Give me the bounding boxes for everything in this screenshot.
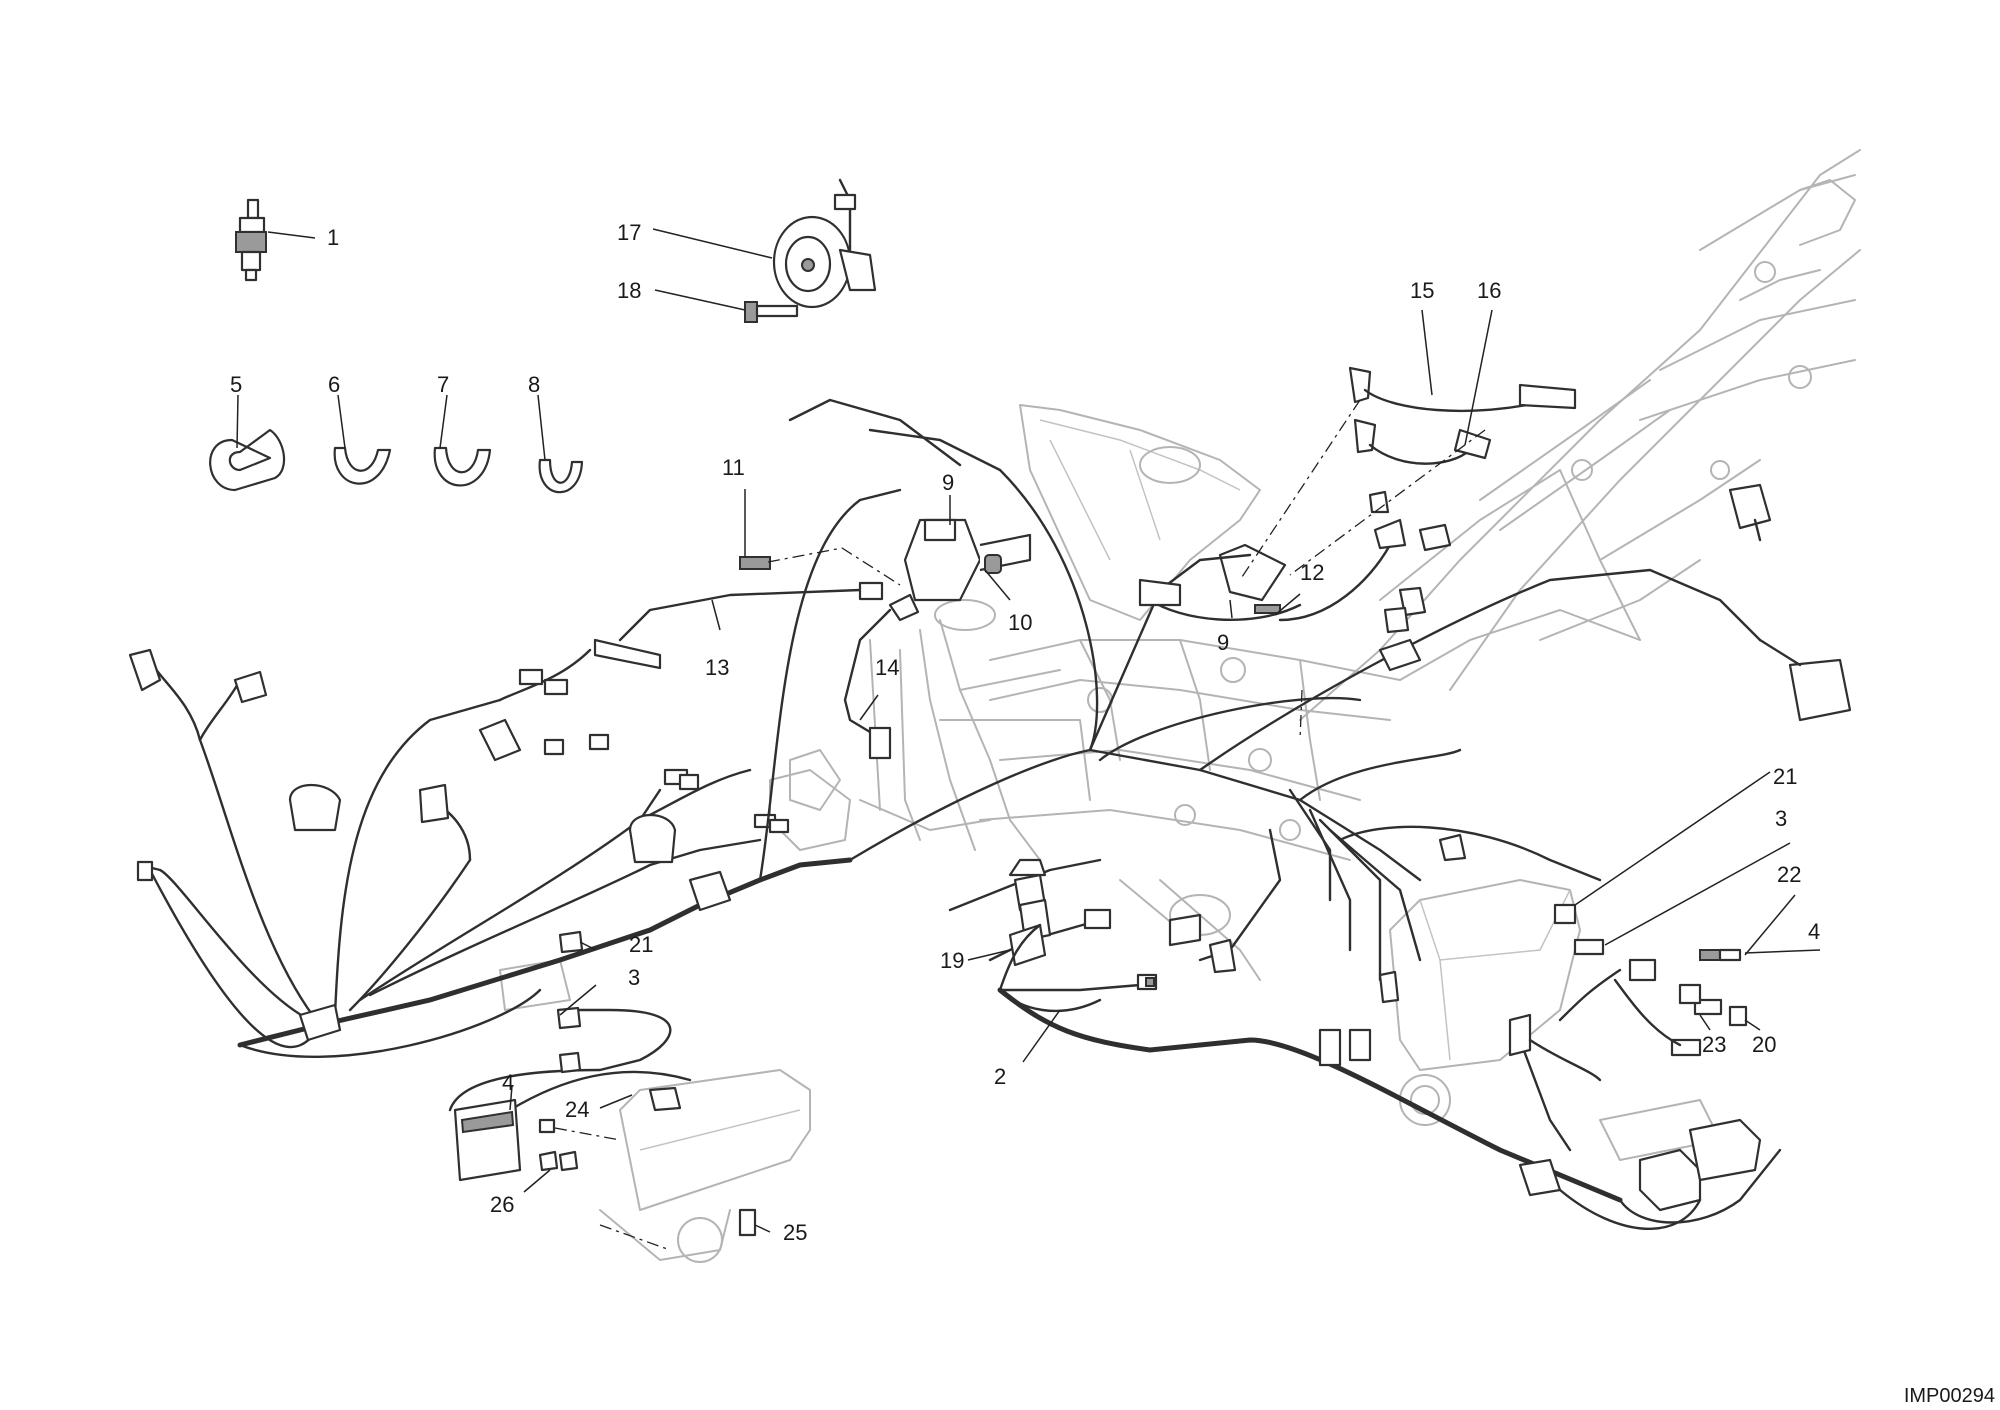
callout-labels: 1 2 3 3 4 4 5 6 7 8 9 9 10 11 12 13 14 1… [230, 220, 1820, 1245]
horn-bolt [744, 301, 799, 323]
callout-22: 22 [1777, 862, 1801, 887]
callout-4b: 4 [1808, 919, 1820, 944]
callout-2: 2 [994, 1064, 1006, 1089]
callout-8: 8 [528, 372, 540, 397]
parts-drawing [128, 178, 1852, 1237]
horn-part [772, 178, 877, 309]
assembly-lines [554, 399, 1486, 1251]
clip-part-5 [209, 428, 286, 492]
ignition-coil [903, 518, 1032, 602]
coil-bolt [739, 556, 771, 570]
callout-20: 20 [1752, 1032, 1776, 1057]
callout-12: 12 [1300, 560, 1324, 585]
callout-25: 25 [783, 1220, 807, 1245]
callout-23: 23 [1702, 1032, 1726, 1057]
callout-16: 16 [1477, 278, 1501, 303]
frame-drawing [499, 149, 1861, 1263]
cable-part [843, 593, 920, 760]
callout-3a: 3 [628, 965, 640, 990]
callout-19: 19 [940, 948, 964, 973]
callout-26: 26 [490, 1192, 514, 1217]
callout-14: 14 [875, 655, 899, 680]
callout-5: 5 [230, 372, 242, 397]
callout-17: 17 [617, 220, 641, 245]
callout-15: 15 [1410, 278, 1434, 303]
main-harness [128, 648, 853, 1058]
callout-9a: 9 [942, 470, 954, 495]
regulator-part [998, 923, 1047, 992]
callout-3b: 3 [1775, 806, 1787, 831]
clip-part-6 [333, 446, 392, 485]
callout-9b: 9 [1217, 630, 1229, 655]
tertiary-cable [1353, 418, 1492, 465]
callout-11: 11 [722, 455, 745, 480]
callout-21a: 21 [629, 932, 653, 957]
reference-code: IMP00294 [1904, 1385, 1995, 1407]
right-harness [758, 398, 1852, 1230]
clip-part-7 [433, 446, 492, 487]
callout-18: 18 [617, 278, 641, 303]
callout-4a: 4 [502, 1070, 514, 1095]
sensor-part [235, 198, 267, 282]
callout-7: 7 [437, 372, 449, 397]
callout-6: 6 [328, 372, 340, 397]
callout-10: 10 [1008, 610, 1032, 635]
secondary-cable [1348, 366, 1577, 413]
callout-13: 13 [705, 655, 729, 680]
callout-21b: 21 [1773, 764, 1797, 789]
rear-harness [448, 930, 757, 1237]
clip-part-8 [538, 458, 584, 494]
callout-24: 24 [565, 1097, 589, 1122]
relay-part [1218, 543, 1287, 614]
leader-lines [236, 228, 1821, 1233]
spark-plug-cable [593, 581, 884, 670]
callout-1: 1 [327, 225, 339, 250]
bushing-part [984, 554, 1002, 574]
